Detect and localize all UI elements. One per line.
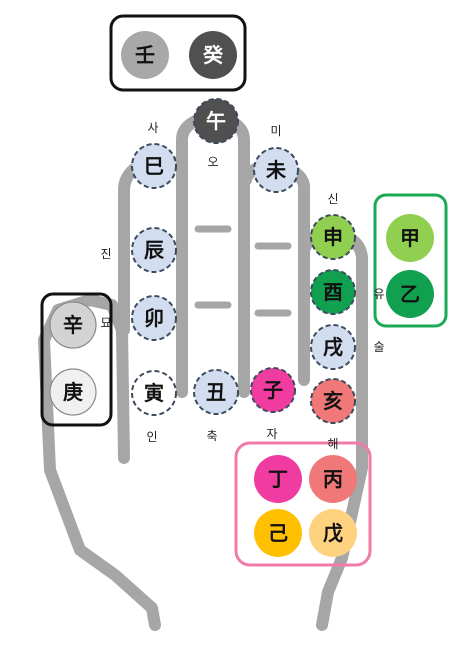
branch-jin-char: 辰: [144, 238, 165, 262]
branch-myo-char: 卯: [144, 306, 164, 330]
stem-gye-circle: [189, 31, 237, 79]
stem-gye: 癸: [189, 31, 237, 79]
stem-eul-circle: [386, 270, 434, 318]
stem-mu-char: 戊: [323, 521, 343, 545]
stem-sin-circle: [49, 301, 97, 349]
branch-jin-korean: 진: [100, 247, 111, 261]
stem-byeong-circle: [309, 455, 357, 503]
branch-in: 寅 인: [131, 370, 177, 444]
metal-stems-box: [40, 292, 113, 427]
branch-o-circle: [193, 98, 239, 144]
heavenly-stems: 壬 癸 甲 乙 辛 庚 丁 丙: [49, 31, 434, 557]
stem-im-char: 壬: [135, 43, 155, 67]
branch-sin: 申 신: [310, 192, 356, 260]
branch-in-circle: [131, 370, 177, 416]
branch-sul: 戌 술: [310, 324, 385, 370]
stem-sin-char: 辛: [63, 313, 83, 337]
branch-ja-circle: [250, 367, 296, 413]
stem-gap: 甲: [386, 214, 434, 262]
branch-myo-korean: 묘: [100, 316, 111, 330]
stem-gye-char: 癸: [202, 43, 224, 67]
branch-chuk-char: 丑: [206, 380, 226, 404]
branch-chuk-circle: [193, 369, 239, 415]
stem-eul-char: 乙: [400, 282, 420, 306]
hand-outline: [38, 111, 368, 631]
stem-gi: 己: [254, 509, 302, 557]
branch-jin-circle: [131, 227, 177, 273]
water-stems-box: [109, 14, 247, 92]
branch-myo-circle: [131, 295, 177, 341]
stem-byeong: 丙: [309, 455, 357, 503]
branch-sa: 巳 사: [131, 121, 177, 189]
branch-sin-korean: 신: [327, 192, 338, 206]
stem-sin: 辛: [49, 301, 97, 349]
branch-sa-circle: [131, 143, 177, 189]
stem-eul: 乙: [386, 270, 434, 318]
branch-in-korean: 인: [146, 430, 157, 444]
thumb-outline: [38, 294, 161, 631]
branch-chuk: 丑 축: [193, 369, 239, 443]
branch-hae-char: 亥: [323, 389, 343, 413]
branch-hae-circle: [310, 378, 356, 424]
branch-sin-char: 申: [323, 225, 343, 249]
branch-ja: 子 자: [250, 367, 296, 441]
fire-earth-stems-box: [234, 441, 372, 567]
stem-mu: 戊: [309, 509, 357, 557]
ring-finger-outline: [240, 159, 310, 386]
earthly-branches: 巳 사 辰 진 卯 묘 寅 인 午 오 丑 축 未: [100, 98, 385, 451]
branch-yu-korean: 유: [373, 287, 384, 301]
stem-im-circle: [121, 31, 169, 79]
stem-mu-circle: [309, 509, 357, 557]
branch-sin-circle: [310, 214, 356, 260]
stem-gap-char: 甲: [400, 226, 420, 250]
branch-sa-char: 巳: [144, 154, 164, 178]
branch-hae: 亥 해: [310, 378, 356, 451]
stem-gi-char: 己: [268, 521, 288, 545]
branch-sul-circle: [310, 324, 356, 370]
branch-yu-char: 酉: [323, 280, 343, 304]
stem-gyeong-circle: [49, 368, 97, 416]
stem-gap-circle: [386, 214, 434, 262]
branch-ja-char: 子: [263, 378, 283, 402]
branch-ja-korean: 자: [266, 427, 277, 441]
stem-jeong-circle: [254, 455, 302, 503]
stem-jeong-char: 丁: [268, 467, 288, 491]
stem-gyeong-char: 庚: [63, 380, 83, 404]
stem-im: 壬: [121, 31, 169, 79]
stem-byeong-char: 丙: [323, 467, 343, 491]
branch-sul-korean: 술: [373, 340, 384, 354]
stem-gi-circle: [254, 509, 302, 557]
branch-mi: 未 미: [253, 124, 299, 193]
branch-myo: 卯 묘: [100, 295, 177, 341]
branch-sa-korean: 사: [147, 121, 158, 135]
branch-o: 午 오: [193, 98, 239, 169]
branch-in-char: 寅: [144, 381, 164, 405]
wood-stems-box: [373, 193, 448, 328]
branch-yu: 酉 유: [310, 269, 385, 315]
branch-mi-korean: 미: [270, 124, 281, 138]
stem-jeong: 丁: [254, 455, 302, 503]
branch-yu-circle: [310, 269, 356, 315]
finger-creases: [194, 225, 292, 317]
branch-o-korean: 오: [207, 155, 218, 169]
branch-mi-circle: [253, 147, 299, 193]
branch-sul-char: 戌: [323, 335, 343, 359]
branch-jin: 辰 진: [100, 227, 177, 273]
branch-chuk-korean: 축: [206, 429, 217, 443]
branch-hae-korean: 해: [327, 437, 338, 451]
branch-mi-char: 未: [266, 158, 286, 182]
stem-gyeong: 庚: [49, 368, 97, 416]
branch-o-char: 午: [206, 109, 226, 133]
